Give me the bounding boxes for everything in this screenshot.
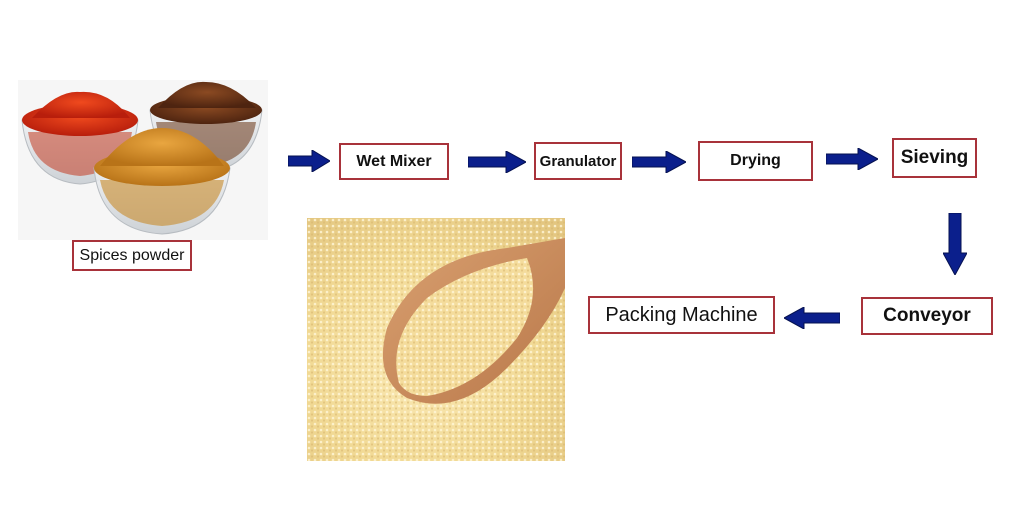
packing-machine-box: Packing Machine: [588, 296, 775, 334]
spices-powder-label: Spices powder: [79, 246, 185, 264]
arrow-right-icon: [632, 151, 686, 173]
packing-machine-label: Packing Machine: [605, 303, 758, 326]
conveyor-box: Conveyor: [861, 297, 993, 335]
spices-powder-box: Spices powder: [72, 240, 192, 271]
sieving-label: Sieving: [900, 147, 969, 168]
granules-spoon-image: [307, 218, 565, 461]
wet-mixer-label: Wet Mixer: [356, 152, 432, 170]
conveyor-label: Conveyor: [883, 305, 971, 326]
drying-label: Drying: [730, 152, 781, 169]
arrow-down-icon: [943, 213, 967, 275]
granulator-box: Granulator: [534, 142, 622, 180]
sieving-box: Sieving: [892, 138, 977, 178]
arrow-right-icon: [288, 150, 330, 172]
granulator-label: Granulator: [539, 152, 617, 170]
arrow-right-icon: [826, 148, 878, 170]
wet-mixer-box: Wet Mixer: [339, 143, 449, 180]
drying-box: Drying: [698, 141, 813, 181]
arrow-left-icon: [784, 307, 840, 329]
spices-bowls-image: [18, 80, 268, 240]
arrow-right-icon: [468, 151, 526, 173]
